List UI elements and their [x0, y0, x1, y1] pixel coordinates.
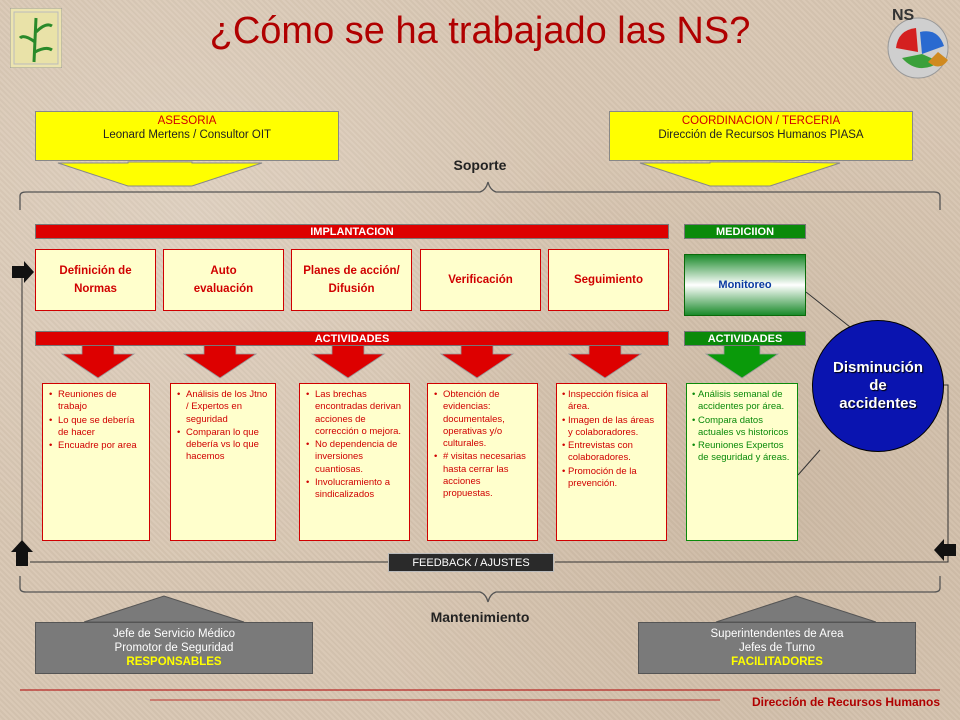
phase-label: Definición de Normas [59, 265, 132, 295]
activity-item: Reuniones Expertos de seguridad y áreas. [692, 440, 791, 465]
phase-label: Auto evaluación [193, 265, 254, 295]
bottom-brace [19, 576, 941, 603]
asesoria-box: ASESORIA Leonard Mertens / Consultor OIT [35, 111, 339, 161]
feedback-ajustes-label: FEEDBACK / AJUSTES [388, 553, 554, 572]
activity-item: Involucramiento a sindicalizados [306, 477, 403, 502]
activity-item: Encuadre por area [49, 440, 143, 453]
responsables-line-2: Promotor de Seguridad [114, 642, 234, 654]
feedback-loop-line [555, 384, 949, 563]
activity-box-5: Inspección física al área.Imagen de las … [556, 383, 667, 541]
activity-item: Compara datos actuales vs historicos [692, 415, 791, 440]
facilitadores-box: Superintendentes de Area Jefes de Turno … [638, 622, 916, 674]
red-down-arrow-3 [310, 344, 386, 379]
activity-item: Análisis semanal de accidentes por área. [692, 389, 791, 414]
page-title: ¿Cómo se ha trabajado las NS? [209, 10, 751, 52]
activity-item: Promoción de la prevención. [562, 466, 660, 491]
red-down-arrow-1 [60, 344, 136, 379]
activity-item: Entrevistas con colaboradores. [562, 440, 660, 465]
phase-label: Seguimiento [573, 274, 643, 286]
red-arrows [60, 344, 643, 379]
ns-logo-text: NS [892, 7, 915, 24]
activity-item: Imagen de las áreas y colaboradores. [562, 415, 660, 440]
up-arrow-left-bottom [83, 595, 245, 623]
activity-item: Obtención de evidencias: documentales, o… [434, 389, 531, 450]
facilitadores-role: FACILITADORES [731, 656, 823, 668]
facilitadores-line-2: Jefes de Turno [738, 642, 816, 654]
phase-verificacion: Verificación [420, 249, 541, 311]
activity-item: Reuniones de trabajo [49, 389, 143, 414]
soporte-label: Soporte [453, 157, 507, 173]
activity-box-6: Análisis semanal de accidentes por área.… [686, 383, 798, 541]
black-arrow-right [12, 261, 34, 283]
coordinacion-detail: Dirección de Recursos Humanos PIASA [658, 129, 864, 141]
up-arrow-right-bottom [715, 595, 877, 623]
activity-item: Las brechas encontradas derivan acciones… [306, 389, 403, 438]
coordinacion-box: COORDINACION / TERCERIA Dirección de Rec… [609, 111, 913, 161]
ns-logo-icon: NS [887, 7, 949, 79]
activity-item: Lo que se debería de hacer [49, 415, 143, 440]
activity-box-2: Análisis de los Jtno / Expertos en segur… [170, 383, 276, 541]
red-down-arrow-4 [439, 344, 515, 379]
actividades-bar-green: ACTIVIDADES [684, 331, 806, 346]
actividades-bar-red: ACTIVIDADES [35, 331, 669, 346]
activity-item: Comparan lo que debería vs lo que hacemo… [177, 427, 269, 464]
asesoria-title: ASESORIA [157, 115, 217, 127]
phase-definicion-normas: Definición de Normas [35, 249, 156, 311]
top-brace [19, 181, 941, 210]
green-arrow [704, 343, 780, 379]
activity-item: Análisis de los Jtno / Expertos en segur… [177, 389, 269, 426]
activity-list: Reuniones de trabajoLo que se debería de… [49, 389, 143, 453]
circle-line-1: Disminución [832, 359, 923, 376]
activity-list: Análisis de los Jtno / Expertos en segur… [177, 389, 269, 464]
activity-item: Inspección física al área. [562, 389, 660, 414]
company-logo-icon [10, 8, 62, 68]
black-arrow-left [934, 539, 956, 561]
footer-text: Dirección de Recursos Humanos [751, 695, 940, 709]
connector-monitoreo-circle [805, 291, 851, 328]
monitoreo-box: Monitoreo [684, 254, 806, 316]
red-down-arrow-5 [567, 344, 643, 379]
activity-item: # visitas necesarias hasta cerrar las ac… [434, 451, 531, 500]
activity-list: Obtención de evidencias: documentales, o… [434, 389, 531, 501]
coordinacion-title: COORDINACION / TERCERIA [681, 115, 841, 127]
activity-box-1: Reuniones de trabajoLo que se debería de… [42, 383, 150, 541]
asesoria-detail: Leonard Mertens / Consultor OIT [102, 129, 272, 141]
down-arrow-right-top [639, 161, 841, 187]
activity-item: No dependencia de inversiones cuantiosas… [306, 439, 403, 476]
down-arrow-left-top [57, 161, 263, 187]
circle-line-3: accidentes [839, 395, 917, 412]
implantacion-bar: IMPLANTACION [35, 224, 669, 239]
circle-line-2: de [869, 377, 887, 394]
phase-label: Planes de acción/ Difusión [303, 265, 400, 295]
connector-circle-down [797, 449, 821, 476]
phase-planes-accion: Planes de acción/ Difusión [291, 249, 412, 311]
activity-box-4: Obtención de evidencias: documentales, o… [427, 383, 538, 541]
responsables-role: RESPONSABLES [126, 656, 222, 668]
phase-seguimiento: Seguimiento [548, 249, 669, 311]
responsables-box: Jefe de Servicio Médico Promotor de Segu… [35, 622, 313, 674]
mantenimiento-label: Mantenimiento [430, 609, 530, 625]
medicion-bar: MEDICIION [684, 224, 806, 239]
facilitadores-line-1: Superintendentes de Area [710, 628, 844, 640]
disminucion-accidentes-circle: Disminución de accidentes [812, 320, 944, 452]
phase-auto-evaluacion: Auto evaluación [163, 249, 284, 311]
responsables-line-1: Jefe de Servicio Médico [112, 628, 236, 640]
black-arrow-up [11, 540, 33, 566]
activity-list: Análisis semanal de accidentes por área.… [692, 389, 791, 465]
red-down-arrow-2 [182, 344, 258, 379]
phase-label: Verificación [448, 274, 513, 286]
activity-box-3: Las brechas encontradas derivan acciones… [299, 383, 410, 541]
activity-list: Las brechas encontradas derivan acciones… [306, 389, 403, 502]
activity-list: Inspección física al área.Imagen de las … [562, 389, 660, 491]
